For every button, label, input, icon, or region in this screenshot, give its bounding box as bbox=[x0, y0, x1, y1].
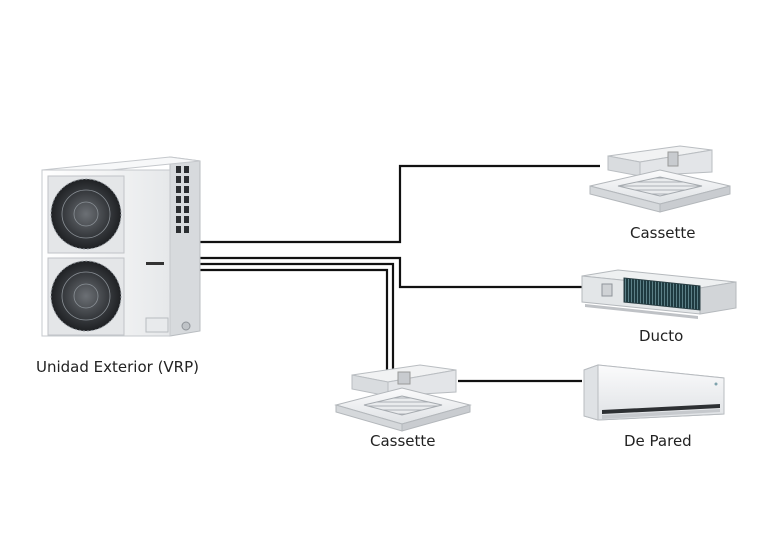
wall-unit-illustration bbox=[583, 364, 725, 421]
outdoor-unit-label: Unidad Exterior (VRP) bbox=[36, 358, 200, 376]
cassette-bottom-label: Cassette bbox=[370, 432, 436, 450]
pipe-to-ducto bbox=[198, 256, 600, 289]
cassette-top-illustration bbox=[589, 145, 731, 213]
pipe-to-cassette-bottom-a bbox=[198, 262, 395, 372]
cassette-bottom-illustration bbox=[334, 364, 472, 432]
pipe-to-cassette-top bbox=[198, 164, 600, 244]
cassette-top-label: Cassette bbox=[630, 224, 696, 242]
ducto-illustration bbox=[581, 269, 737, 319]
ducto-label: Ducto bbox=[639, 327, 684, 345]
pipe-to-cassette-bottom-b bbox=[198, 268, 389, 372]
outdoor-unit-illustration bbox=[41, 156, 201, 337]
refrigerant-pipes bbox=[198, 164, 600, 383]
wall-unit-label: De Pared bbox=[624, 432, 692, 450]
